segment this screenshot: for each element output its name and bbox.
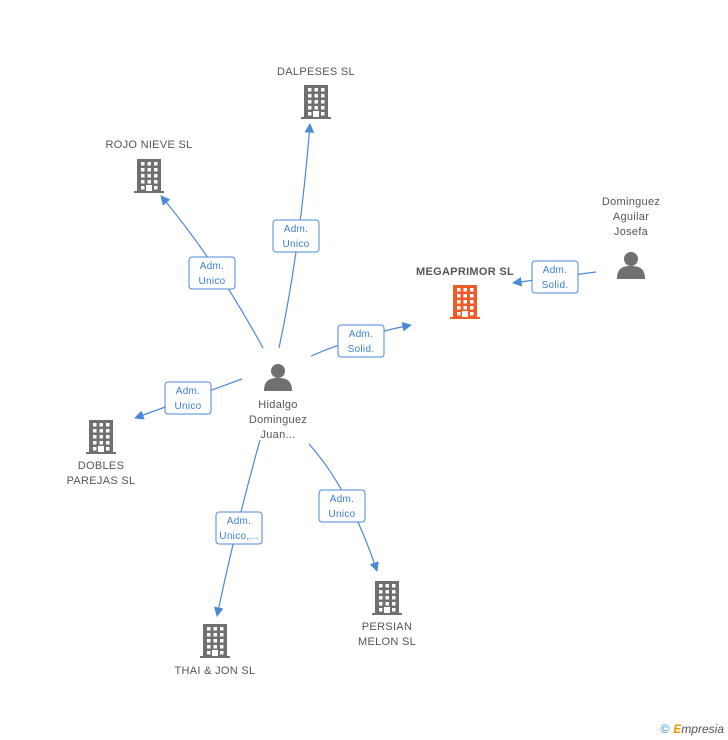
edge-label-text: Adm. — [227, 516, 252, 527]
edge-label-text: Adm. — [349, 329, 374, 340]
node-label: Dominguez — [602, 196, 660, 208]
edge-label-box[interactable]: Adm. Solid. — [531, 260, 579, 294]
node-dalpeses[interactable]: DALPESES SL — [277, 66, 355, 119]
edge-label-text: Adm. — [176, 386, 201, 397]
node-dobles[interactable]: DOBLES PAREJAS SL — [67, 420, 136, 487]
node-rojo[interactable]: ROJO NIEVE SL — [105, 139, 192, 193]
edge-label-border — [164, 381, 212, 415]
node-persian[interactable]: PERSIAN MELON SL — [358, 581, 416, 648]
edge-label-text: Unico — [328, 509, 355, 520]
edge-label-box[interactable]: Adm. Unico — [188, 256, 236, 290]
node-megaprimor[interactable]: MEGAPRIMOR SL — [416, 266, 514, 319]
edge-label-border — [531, 260, 579, 294]
building-icon — [372, 581, 402, 615]
edge-hidalgo-rojo: Adm. Unico — [160, 195, 264, 349]
edge-label-border — [272, 219, 320, 253]
edge-label-box[interactable]: Adm. Unico — [272, 219, 320, 253]
node-label: PERSIAN — [362, 621, 412, 633]
edge-label-text: Adm. — [543, 265, 568, 276]
node-label: MEGAPRIMOR SL — [416, 266, 514, 278]
edge-label-box[interactable]: Adm. Unico — [318, 489, 366, 523]
brand-logo: ©Empresia — [660, 722, 724, 736]
brand-name: mpresia — [681, 722, 724, 736]
building-icon — [86, 420, 116, 454]
edge-label-text: Adm. — [330, 494, 355, 505]
node-label: Dominguez — [249, 414, 307, 426]
node-label: PAREJAS SL — [67, 475, 136, 487]
edge-label-border — [318, 489, 366, 523]
person-icon — [617, 252, 645, 279]
node-hidalgo[interactable]: HidalgoDominguezJuan... — [249, 364, 307, 441]
node-label: Juan... — [260, 429, 295, 441]
node-label: DOBLES — [78, 460, 124, 472]
node-label: THAI & JON SL — [175, 665, 256, 677]
edge-label-border — [188, 256, 236, 290]
building-icon — [134, 159, 164, 193]
edge-aguilar-megaprimor: Adm. Solid. — [512, 260, 597, 294]
node-label: ROJO NIEVE SL — [105, 139, 192, 151]
building-icon — [301, 85, 331, 119]
edge-hidalgo-dalpeses: Adm. Unico — [272, 123, 320, 349]
nodes: DALPESES SL ROJO NIEVE SL MEGAPRIMOR SL Dom… — [67, 66, 660, 677]
edge-hidalgo-persian: Adm. Unico — [308, 443, 379, 572]
edge-hidalgo-dobles: Adm. Unico — [134, 378, 243, 420]
building-icon — [450, 285, 480, 319]
edge-label-text: Solid. — [348, 344, 375, 355]
edge-label-text: Unico,... — [219, 531, 258, 542]
building-icon — [200, 624, 230, 658]
edge-hidalgo-megaprimor: Adm. Solid. — [310, 321, 412, 358]
edge-label-border — [337, 324, 385, 358]
edge-hidalgo-thai: Adm. Unico,... — [214, 439, 263, 617]
node-label: MELON SL — [358, 636, 416, 648]
edge-label-text: Adm. — [284, 224, 309, 235]
node-thai[interactable]: THAI & JON SL — [175, 624, 256, 677]
edge-label-text: Unico — [282, 239, 309, 250]
edge-label-border — [215, 511, 263, 545]
edge-label-text: Adm. — [200, 261, 225, 272]
edge-label-box[interactable]: Adm. Unico,... — [215, 511, 263, 545]
edge-label-text: Unico — [174, 401, 201, 412]
edges: Adm.UnicoAdm.UnicoAdm.Solid.Adm.Solid.Ad… — [134, 123, 597, 617]
brand-initial: E — [673, 722, 682, 736]
node-label: Hidalgo — [258, 399, 297, 411]
edge-label-text: Solid. — [542, 280, 569, 291]
edge-label-box[interactable]: Adm. Solid. — [337, 324, 385, 358]
copyright-icon: © — [660, 722, 670, 736]
edge-label-box[interactable]: Adm. Unico — [164, 381, 212, 415]
node-label: DALPESES SL — [277, 66, 355, 78]
edge-label-text: Unico — [198, 276, 225, 287]
node-label: Josefa — [614, 226, 649, 238]
person-icon — [264, 364, 292, 391]
node-label: Aguilar — [613, 211, 649, 223]
